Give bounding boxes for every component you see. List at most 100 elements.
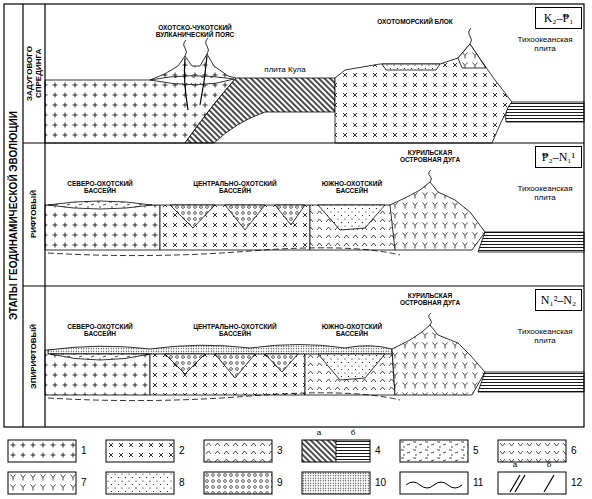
- arc-volcanics: [458, 44, 486, 68]
- region-label: ЦЕНТРАЛЬНО-ОХОТСКИЙ БАССЕЙН: [183, 323, 288, 338]
- figure-title: ЭТАПЫ ГЕОДИНАМИЧЕСКОЙ ЭВОЛЮЦИИ: [8, 111, 19, 320]
- basement: [160, 205, 310, 250]
- basement: [150, 350, 305, 395]
- feeder-dikes: [184, 56, 207, 110]
- basin-fill: [50, 354, 150, 360]
- stage-label: РИФТОВЫЙ: [29, 177, 38, 252]
- age-box: N₁²–N₂: [535, 289, 582, 311]
- basin-fill: [318, 205, 385, 230]
- swatch-border: [498, 472, 566, 494]
- region-label: ОХОТОМОРСКИЙ БЛОК: [355, 18, 475, 25]
- legend-number: 2: [179, 445, 185, 456]
- legend-number: 6: [571, 445, 577, 456]
- swatch-fill: [336, 440, 370, 462]
- region-label: КУРИЛЬСКАЯ ОСТРОВНАЯ ДУГА: [395, 149, 465, 164]
- eruption-plume: [429, 313, 432, 325]
- swatch-border: [106, 472, 174, 494]
- age-label: K₂–₱₁: [544, 11, 574, 26]
- graben-fill: [165, 354, 298, 378]
- swatch-fill: [204, 440, 272, 462]
- title-cell: ЭТАПЫ ГЕОДИНАМИЧЕСКОЙ ЭВОЛЮЦИИ: [4, 4, 23, 427]
- legend-swatch: [400, 472, 468, 494]
- continent-crust: [45, 205, 160, 250]
- region-label: СЕВЕРО-ОХОТСКИЙ БАССЕЙН: [56, 323, 144, 338]
- legend-number: 10: [375, 477, 386, 488]
- row-1-section: [45, 28, 584, 143]
- plate-label: плита Кула: [255, 66, 315, 75]
- legend-number: 1: [81, 445, 87, 456]
- age-box: K₂–₱₁: [535, 7, 582, 29]
- row-3-section: [45, 313, 584, 401]
- swatch-divider: [336, 440, 337, 462]
- region-label: КУРИЛЬСКАЯ ОСТРОВНАЯ ДУГА: [395, 292, 465, 307]
- legend-swatch: [498, 472, 566, 494]
- swatch-border: [106, 440, 174, 462]
- kula-plate: [185, 78, 335, 143]
- legend-letter: б: [346, 429, 360, 438]
- plate-label: Тихоокеанская плита: [513, 328, 578, 346]
- swatch-fill: [8, 472, 76, 494]
- legend-swatch: [8, 440, 76, 462]
- age-box: ₱₂–N₁¹: [535, 146, 582, 168]
- swatch-border: [204, 440, 272, 462]
- swatch-border: [204, 472, 272, 494]
- region-label: ЮЖНО-ОХОТСКИЙ БАССЕЙН: [315, 180, 390, 195]
- frame: [4, 4, 584, 427]
- legend-number: 9: [277, 477, 283, 488]
- region-label: ЮЖНО-ОХОТСКИЙ БАССЕЙН: [315, 323, 390, 338]
- island-arc: [392, 325, 485, 395]
- swatch-fill: [8, 440, 76, 462]
- swatch-border: [498, 440, 566, 462]
- eruption-plume: [184, 38, 209, 56]
- swatch-fill: [498, 440, 566, 462]
- legend-swatch: [204, 440, 272, 462]
- outer-frame: [4, 4, 584, 427]
- stage-label: ЗАДУГОВОГО СПРЕДИНГА: [25, 36, 43, 111]
- legend-number: 5: [473, 445, 479, 456]
- eruption-plume: [469, 28, 472, 44]
- swatch-fill: [302, 440, 336, 462]
- basalts: [310, 205, 396, 250]
- legend-letter: а: [508, 461, 522, 470]
- swatch-border: [8, 440, 76, 462]
- volcanic-lens: [150, 76, 234, 85]
- stage-cell: ЗАДУГОВОГО СПРЕДИНГА: [23, 4, 45, 143]
- legend-letter: а: [312, 429, 326, 438]
- swatch-fill: [106, 440, 174, 462]
- swatch-border: [400, 440, 468, 462]
- swatch-fill: [204, 472, 272, 494]
- legend-number: 11: [473, 477, 483, 488]
- swatch-border: [302, 472, 370, 494]
- basalts: [305, 350, 395, 395]
- okhotomorsk-block: [335, 44, 512, 143]
- swatch-line: [510, 475, 554, 492]
- row-2-section: [45, 170, 584, 256]
- legend-swatch: [106, 440, 174, 462]
- swatch-fill: [106, 472, 174, 494]
- sediment-cover: [48, 345, 392, 355]
- legend-swatch: [8, 472, 76, 494]
- plate-label: Тихоокеанская плита: [513, 36, 578, 54]
- age-label: ₱₂–N₁¹: [542, 150, 575, 165]
- legend-number: 12: [571, 477, 582, 488]
- swatch-fill: [400, 440, 468, 462]
- legend-number: 7: [81, 477, 87, 488]
- pacific-plate: [478, 232, 584, 252]
- swatch-fill: [302, 472, 370, 494]
- legend-swatch: [106, 472, 174, 494]
- pacific-plate: [478, 372, 584, 392]
- swatch-line: [406, 482, 462, 488]
- legend-number: 8: [179, 477, 185, 488]
- legend: [8, 440, 566, 494]
- plate-label: Тихоокеанская плита: [513, 185, 578, 203]
- moho-line: [48, 393, 400, 401]
- legend-swatch: [302, 440, 370, 462]
- region-label: ОХОТСКО-ЧУКОТСКИЙ ВУЛКАНИЧЕСКИЙ ПОЯС: [145, 24, 245, 39]
- region-label: ЦЕНТРАЛЬНО-ОХОТСКИЙ БАССЕЙН: [183, 180, 288, 195]
- frame-dividers: [23, 4, 584, 427]
- island-arc: [390, 182, 485, 250]
- age-label: N₁²–N₂: [541, 293, 576, 308]
- swatch-border: [302, 440, 370, 462]
- legend-swatch: [400, 440, 468, 462]
- stage-cell: РИФТОВЫЙ: [23, 143, 45, 286]
